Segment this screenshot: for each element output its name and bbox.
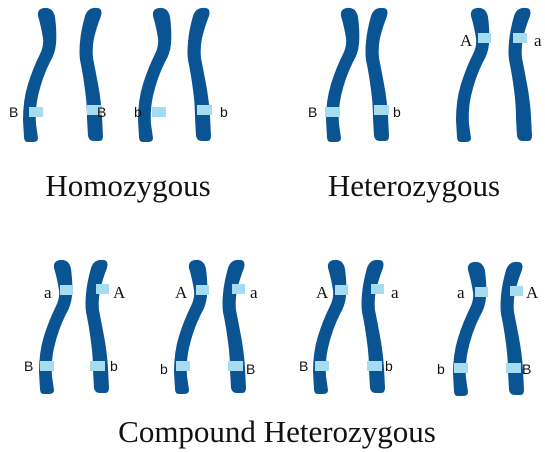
gene-band <box>232 284 245 294</box>
gene-band <box>475 287 488 297</box>
allele-label-left-top: A <box>175 283 188 302</box>
pair-compound-4: a A b B <box>437 262 539 396</box>
allele-label-right: b <box>220 104 228 120</box>
gene-band <box>374 105 389 115</box>
chromosome-right <box>501 262 525 395</box>
pair-heterozygous-Aa: A a <box>456 8 542 142</box>
chromosome-left <box>23 8 56 142</box>
allele-label-right-bottom: B <box>522 361 531 377</box>
allele-label-right-top: a <box>391 283 399 302</box>
allele-label-right: b <box>393 104 401 120</box>
pair-compound-1: a A B b <box>24 260 126 394</box>
chromosome-left <box>456 8 489 142</box>
caption-heterozygous: Heterozygous <box>328 168 500 203</box>
gene-band <box>228 361 243 371</box>
chromosome-left <box>326 8 359 142</box>
allele-label-left: A <box>460 31 473 50</box>
gene-band <box>510 286 523 296</box>
chromosome-right <box>223 260 247 393</box>
pair-compound-3: A a B b <box>299 260 399 394</box>
allele-label-right-bottom: b <box>110 358 118 374</box>
chromosome-right <box>188 8 212 141</box>
allele-label-right-top: a <box>250 283 258 302</box>
gene-band <box>176 361 190 371</box>
chromosome-right <box>509 8 533 141</box>
chromosome-right <box>80 8 104 141</box>
allele-label-left-top: a <box>457 283 465 302</box>
gene-band <box>371 284 384 294</box>
gene-band <box>96 284 109 294</box>
gene-band <box>506 363 521 373</box>
allele-label-right-top: A <box>113 283 126 302</box>
allele-label-left-bottom: B <box>299 358 308 374</box>
gene-band <box>29 107 43 117</box>
chromosome-right <box>366 8 390 141</box>
gene-band <box>196 285 209 295</box>
chromosome-left <box>313 260 346 394</box>
pair-compound-2: A a b B <box>160 260 258 394</box>
gene-band <box>325 107 340 117</box>
allele-label-right-top: A <box>526 283 539 302</box>
gene-band <box>454 363 468 373</box>
gene-band <box>40 361 54 371</box>
chromosome-left <box>138 8 171 142</box>
allele-label-right-bottom: b <box>385 358 393 374</box>
caption-compound-heterozygous: Compound Heterozygous <box>118 414 436 449</box>
allele-label-left: B <box>308 104 317 120</box>
caption-homozygous: Homozygous <box>45 168 210 203</box>
allele-label-left-top: a <box>44 283 52 302</box>
allele-label-left: B <box>9 104 18 120</box>
allele-label-right-bottom: B <box>246 361 255 377</box>
chromosome-right <box>86 260 110 393</box>
gene-band <box>152 107 166 117</box>
gene-band <box>478 33 491 43</box>
allele-label-left-top: A <box>316 283 329 302</box>
gene-band <box>197 105 212 115</box>
allele-label-left-bottom: b <box>160 361 168 377</box>
chromosome-left <box>174 260 207 394</box>
allele-label-right: a <box>534 31 542 50</box>
gene-band <box>335 285 348 295</box>
chromosome-right <box>362 260 386 393</box>
gene-band <box>513 33 527 43</box>
gene-band <box>90 361 105 371</box>
chromosome-left <box>39 260 72 394</box>
gene-band <box>60 285 73 295</box>
gene-band <box>367 361 382 371</box>
pair-homozygous-B: B B <box>9 8 106 142</box>
allele-label-left: b <box>134 104 142 120</box>
gene-band <box>315 361 329 371</box>
pair-heterozygous-Bb: B b <box>308 8 401 142</box>
allele-label-left-bottom: B <box>24 358 33 374</box>
allele-label-left-bottom: b <box>437 361 445 377</box>
allele-label-right: B <box>97 104 106 120</box>
pair-homozygous-b: b b <box>134 8 228 142</box>
